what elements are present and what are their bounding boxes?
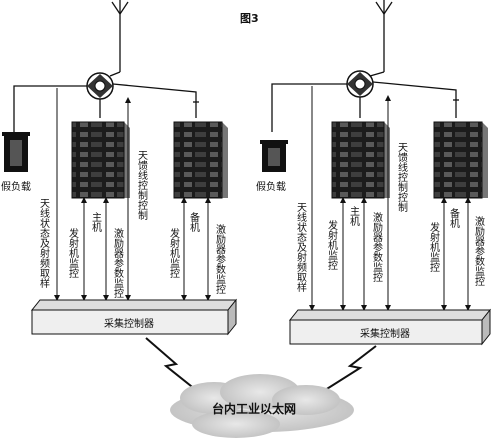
backup-tx-monitor-label: 发射机监控: [428, 221, 440, 273]
dummy-load-icon: [260, 140, 288, 172]
backup-unit-label: 备机: [188, 211, 200, 233]
antenna-icon: [111, 0, 129, 72]
exciter-monitor-main-label: 激励器参数监控: [371, 211, 383, 283]
coax-switch-icon: [346, 70, 374, 98]
system-right: 假负载 天线状态及射频取样 发射机监控 主机 激励器参数监控 天馈线控制控制 发…: [256, 0, 492, 346]
acquisition-controller: [288, 308, 492, 346]
dummy-load-label: 假负载: [1, 180, 31, 193]
system-left: 假负载 天线状态及射频取样 发射机监控 主机 激励器参数监控 天馈线控制控制: [1, 0, 238, 336]
backup-unit-label: 备机: [448, 207, 460, 229]
backup-transmitter-rack: [173, 121, 228, 199]
lightning-link-icon: [321, 345, 377, 393]
feeder-lines: [271, 71, 459, 132]
dummy-load-icon: [2, 132, 30, 172]
network-label: 台内工业以太网: [212, 401, 296, 416]
main-tx-monitor-label: 发射机监控: [67, 227, 79, 279]
main-transmitter-rack: [331, 121, 390, 199]
cloud-icon: [170, 374, 354, 438]
antenna-status-label: 天线状态及射频取样: [295, 202, 307, 293]
coax-switch-icon: [86, 72, 114, 100]
feeder-control-label: 天馈线控制控制: [136, 150, 148, 220]
backup-tx-monitor-label: 发射机监控: [168, 227, 180, 279]
controller-label: 采集控制器: [104, 317, 154, 330]
antenna-icon: [375, 0, 393, 72]
signal-lines: [54, 88, 211, 301]
feeder-control-label: 天馈线控制控制: [396, 142, 408, 212]
antenna-status-label: 天线状态及射频取样: [38, 198, 50, 289]
signal-lines: [309, 86, 471, 311]
exciter-monitor-backup-label: 激励器参数监控: [214, 223, 226, 295]
main-tx-monitor-label: 发射机监控: [326, 219, 338, 271]
feeder-lines: [13, 71, 199, 132]
backup-transmitter-rack: [433, 121, 488, 199]
dummy-load-label: 假负载: [256, 180, 286, 193]
lightning-link-icon: [145, 337, 197, 391]
main-unit-label: 主机: [348, 206, 360, 227]
exciter-monitor-backup-label: 激励器参数监控: [473, 215, 485, 287]
acquisition-controller: [30, 298, 238, 336]
main-transmitter-rack: [71, 121, 130, 199]
exciter-monitor-main-label: 激励器参数监控: [112, 227, 124, 299]
figure-title: 图3: [240, 12, 259, 25]
controller-label: 采集控制器: [360, 327, 410, 340]
main-unit-label: 主机: [90, 212, 102, 233]
